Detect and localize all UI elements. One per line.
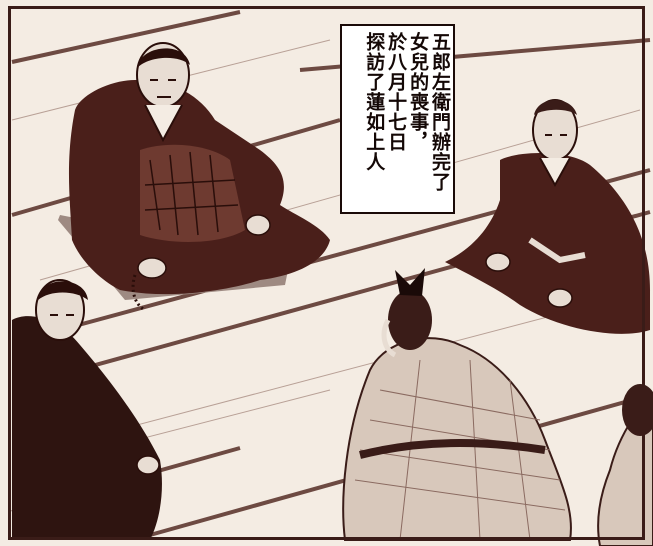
seated-monk-right [445, 99, 650, 334]
narration-line-1: 五郎左衛門辦完了 [429, 32, 451, 192]
partial-figure-right-edge [597, 384, 653, 546]
narration-line-4: 探訪了蓮如上人 [363, 32, 386, 172]
narration-line-2: 女兒的喪事， [407, 32, 430, 152]
samurai-from-behind [342, 268, 572, 541]
narration-line-3: 於八月十七日 [385, 32, 408, 152]
seated-monk-center-left [58, 42, 330, 312]
narration-box: 五郎左衛門辦完了 女兒的喪事， 於八月十七日 探訪了蓮如上人 [340, 24, 455, 214]
seated-elder-bottom-left [12, 279, 162, 540]
